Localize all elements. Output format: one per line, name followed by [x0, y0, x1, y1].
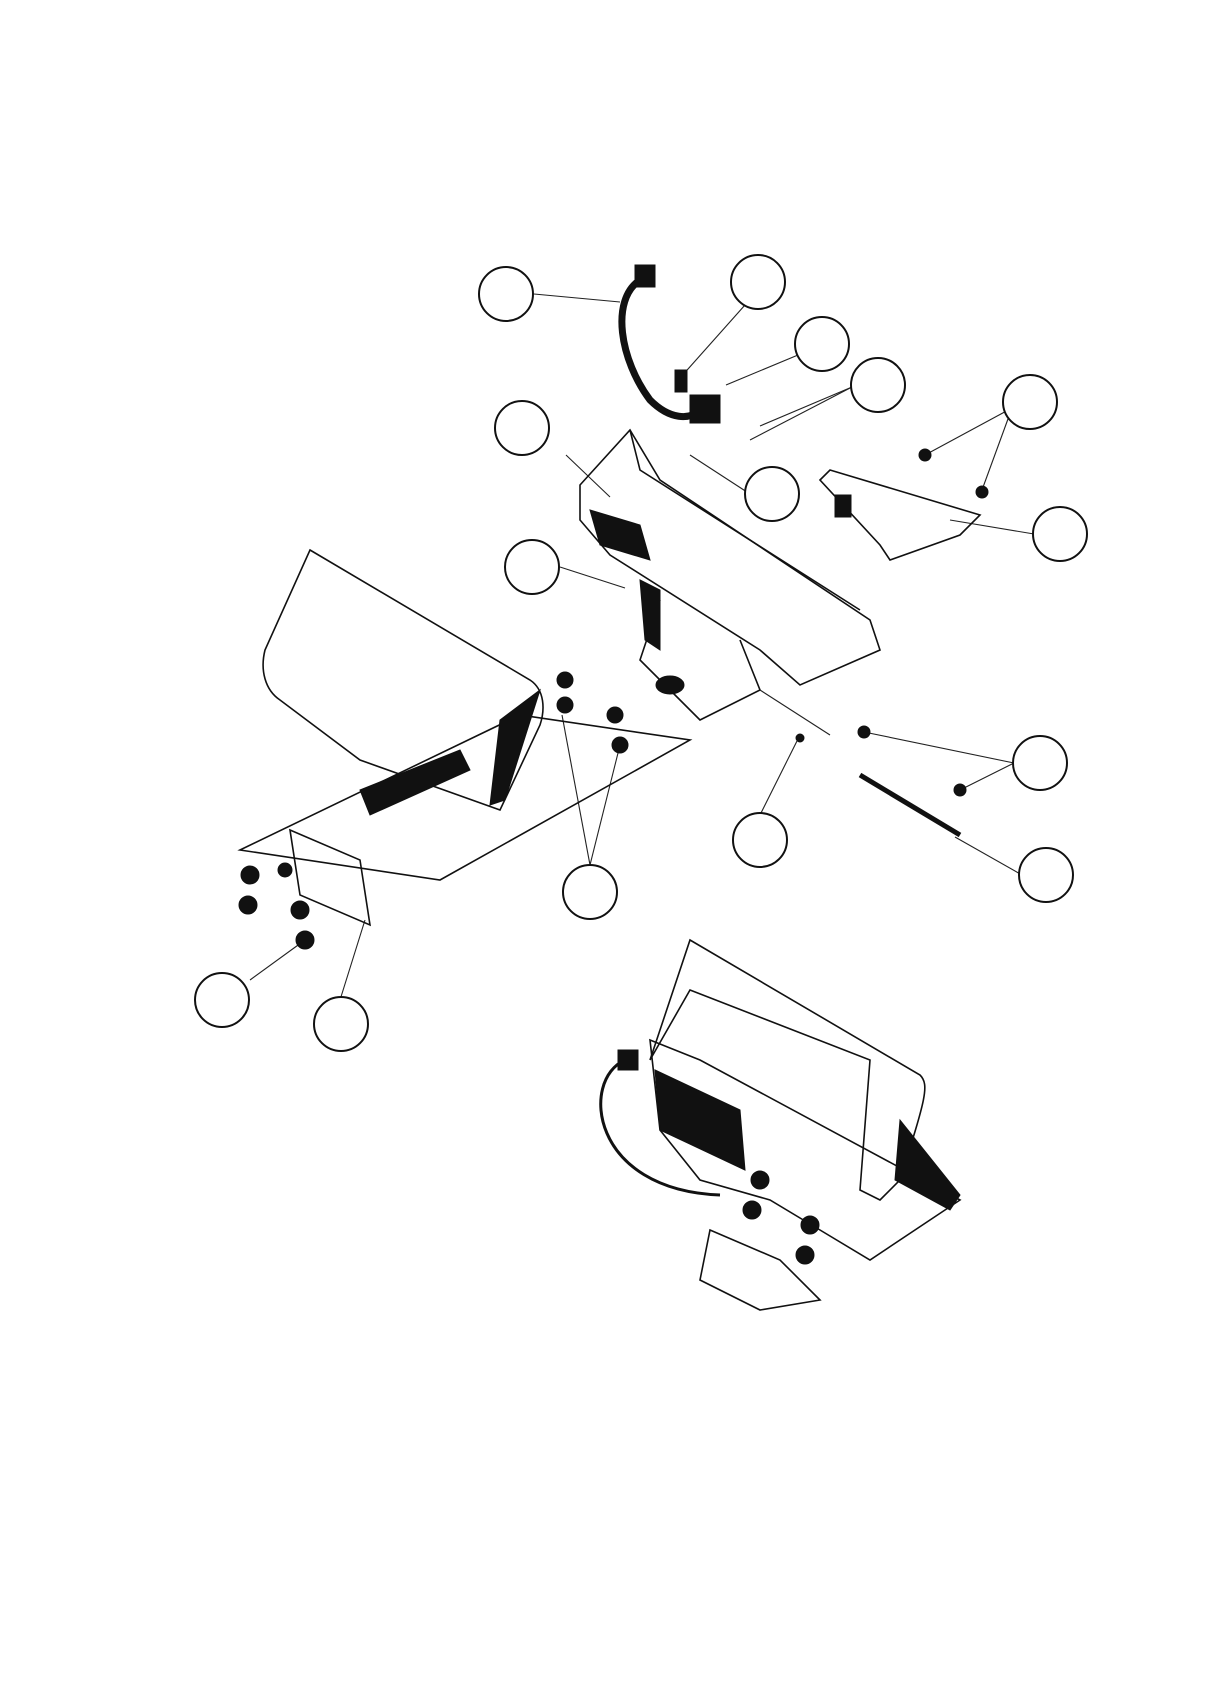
callout-circle — [850, 357, 906, 413]
callout-circle — [794, 316, 850, 372]
callout-circle — [732, 812, 788, 868]
leader-lines — [249, 293, 1035, 1001]
callout-circle — [744, 466, 800, 522]
callout-circle — [1012, 735, 1068, 791]
side-bracket — [818, 448, 989, 561]
callout-circle — [478, 266, 534, 322]
callout-circle — [1018, 847, 1074, 903]
callouts — [194, 254, 1088, 1052]
callout-circle — [194, 972, 250, 1028]
callout-circle — [1002, 374, 1058, 430]
callout-circle — [313, 996, 369, 1052]
rod-assembly — [759, 689, 967, 838]
callout-circle — [504, 539, 560, 595]
main-panel — [237, 548, 693, 950]
callout-circle — [562, 864, 618, 920]
callout-circle — [730, 254, 786, 310]
cable-harness — [618, 264, 721, 424]
callout-circle — [494, 400, 550, 456]
upper-bracket — [579, 428, 881, 721]
assembled-view — [599, 938, 962, 1311]
screws — [238, 671, 629, 950]
callout-circle — [1032, 506, 1088, 562]
